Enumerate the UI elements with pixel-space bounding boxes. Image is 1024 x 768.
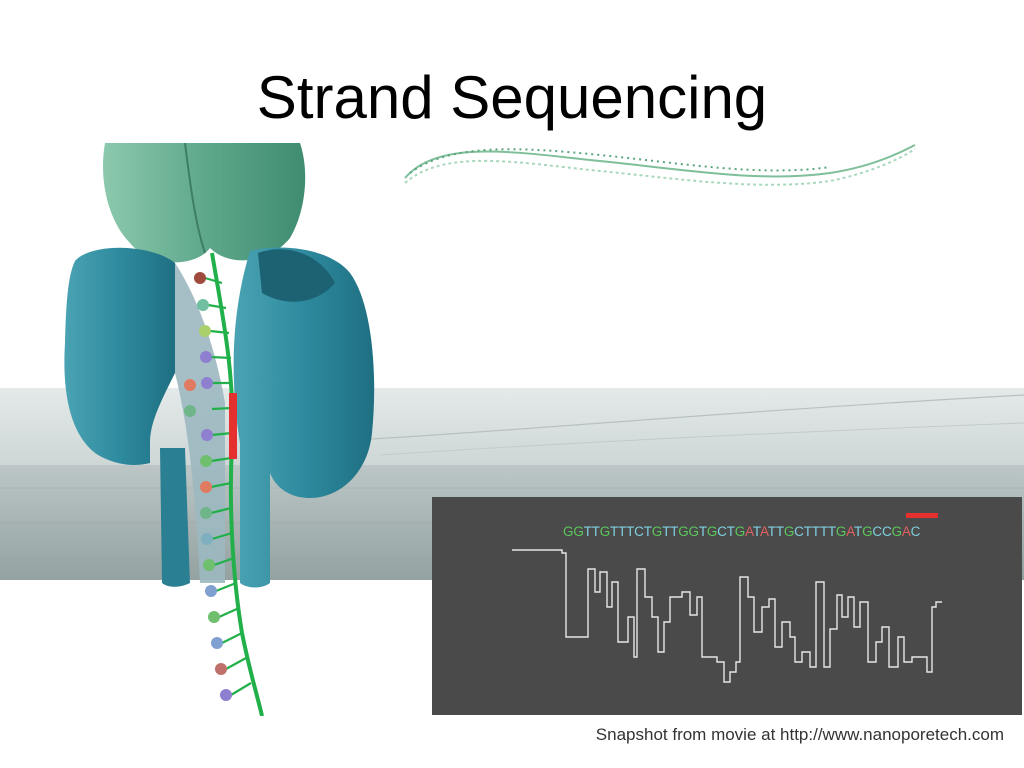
sequence-highlight-marker [906,513,938,518]
base-letter: T [827,524,836,539]
base-letter: G [563,524,574,539]
base-letter: T [618,524,627,539]
base-letter: T [767,524,776,539]
base-letter: T [643,524,652,539]
base-letter: T [803,524,812,539]
base-letter: A [759,524,768,539]
base-letter: G [706,524,718,539]
base-sequence: GGTTGTTTCTGTTGGTGCTGATATTGCTTTTGATGCCGAC… [563,524,920,539]
base-letter: G [599,524,611,539]
base-letter: G [891,524,903,539]
slide-title: Strand Sequencing [256,64,768,131]
base-letter: T [626,524,635,539]
current-trace [512,549,942,683]
base-letter: T [854,524,863,539]
dna-double-helix [404,144,916,186]
base-letter: T [591,524,600,539]
base-letter: T [775,524,784,539]
signal-trace-panel: GGTTGTTTCTGTTGGTGCTGATATTGCTTTTGATGCCGAC… [432,497,1022,715]
base-letter: G [651,524,663,539]
single-strand-dna [184,252,264,716]
base-letter: G [688,524,700,539]
base-letter: T [670,524,679,539]
base-letter: C [910,524,921,539]
base-letter: C [794,524,804,539]
base-letter: T [811,524,820,539]
base-letter: C [717,524,727,539]
base-letter: T [726,524,735,539]
base-letter: G [573,524,584,539]
reader-marker [229,393,237,459]
base-letter: C [872,524,882,539]
source-caption: Snapshot from movie at http://www.nanopo… [595,725,1004,744]
base-letter: T [662,524,671,539]
base-letter: G [862,524,873,539]
base-letter: T [752,524,760,539]
motor-enzyme [102,143,306,263]
base-letter: A [846,524,855,539]
nanopore-protein [64,247,375,588]
base-letter: C [634,524,644,539]
base-letter: G [835,524,847,539]
base-letter: T [610,524,619,539]
base-letter: T [583,524,592,539]
base-letter: A [901,524,911,539]
base-letter: A [745,524,753,539]
nanopore-illustration [0,143,1024,716]
base-letter: C [881,524,892,539]
base-letter: G [734,524,746,539]
current-trace-line [512,549,942,683]
base-letter: T [698,524,707,539]
base-letter: G [783,524,795,539]
base-letter: T [819,524,828,539]
base-letter: G [678,524,689,539]
